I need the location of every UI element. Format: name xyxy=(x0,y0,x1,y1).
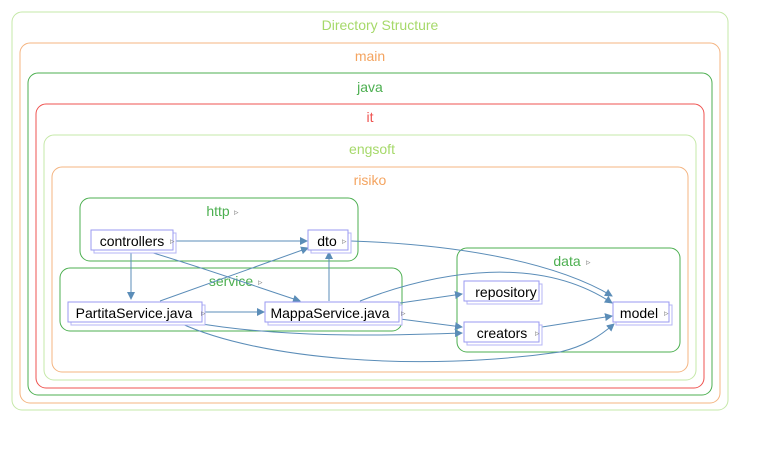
node-partita-service[interactable]: PartitaService.java ▹ xyxy=(67,301,206,326)
package-data[interactable]: data ▹ xyxy=(456,247,681,353)
node-mappa-service[interactable]: MappaService.java ▹ xyxy=(264,301,406,326)
package-label-engsoft: engsoft xyxy=(349,141,395,157)
expand-service-icon[interactable]: ▹ xyxy=(258,277,263,287)
node-model[interactable]: model ▹ xyxy=(612,301,673,326)
dependency-edges xyxy=(127,237,615,363)
package-label-data: data xyxy=(553,253,580,269)
package-label-service: service xyxy=(209,273,254,289)
package-java[interactable]: java xyxy=(27,72,713,396)
package-it[interactable]: it xyxy=(35,103,705,389)
expand-mappa-service-icon[interactable]: ▹ xyxy=(401,308,406,318)
expand-http-icon[interactable]: ▹ xyxy=(234,207,239,217)
package-label-directory-structure: Directory Structure xyxy=(322,17,439,33)
edge-mapposervice-model xyxy=(359,271,613,304)
node-label-controllers: controllers xyxy=(100,233,165,249)
node-dto[interactable]: dto ▹ xyxy=(307,229,352,254)
package-risiko[interactable]: risiko xyxy=(51,166,689,373)
node-label-partita-service: PartitaService.java xyxy=(76,305,193,321)
package-label-http: http xyxy=(206,203,230,219)
node-repository[interactable]: repository xyxy=(463,280,543,305)
edge-partitaservice-creators xyxy=(189,321,463,338)
package-directory-structure[interactable]: Directory Structure xyxy=(11,11,729,411)
package-service[interactable]: service ▹ xyxy=(59,267,403,332)
package-label-risiko: risiko xyxy=(354,172,387,188)
package-label-main: main xyxy=(355,48,385,64)
edge-mapposervice-repository xyxy=(399,291,463,304)
node-label-repository: repository xyxy=(475,284,536,300)
expand-data-icon[interactable]: ▹ xyxy=(586,257,591,267)
node-label-mappa-service: MappaService.java xyxy=(270,305,389,321)
edge-controllers-mapposervice xyxy=(149,251,301,303)
edge-partitaservice-dto xyxy=(159,246,309,302)
node-label-model: model xyxy=(620,305,658,321)
package-label-it: it xyxy=(367,109,374,125)
expand-model-icon[interactable]: ▹ xyxy=(664,308,669,318)
node-label-creators: creators xyxy=(477,325,528,341)
expand-creators-icon[interactable]: ▹ xyxy=(535,328,540,338)
node-creators[interactable]: creators ▹ xyxy=(463,321,543,346)
expand-partita-service-icon[interactable]: ▹ xyxy=(201,308,206,318)
package-main[interactable]: main xyxy=(19,42,721,404)
node-controllers[interactable]: controllers ▹ xyxy=(90,229,177,254)
expand-dto-icon[interactable]: ▹ xyxy=(342,236,347,246)
package-http[interactable]: http ▹ xyxy=(79,197,359,262)
package-label-java: java xyxy=(356,79,383,95)
edge-dto-model xyxy=(350,240,613,297)
edge-mapposervice-creators xyxy=(399,318,463,331)
node-label-dto: dto xyxy=(317,233,337,249)
package-engsoft[interactable]: engsoft xyxy=(43,134,697,381)
expand-controllers-icon[interactable]: ▹ xyxy=(170,236,175,246)
edge-partitaservice-model xyxy=(179,322,615,363)
edge-creators-model xyxy=(541,313,613,328)
